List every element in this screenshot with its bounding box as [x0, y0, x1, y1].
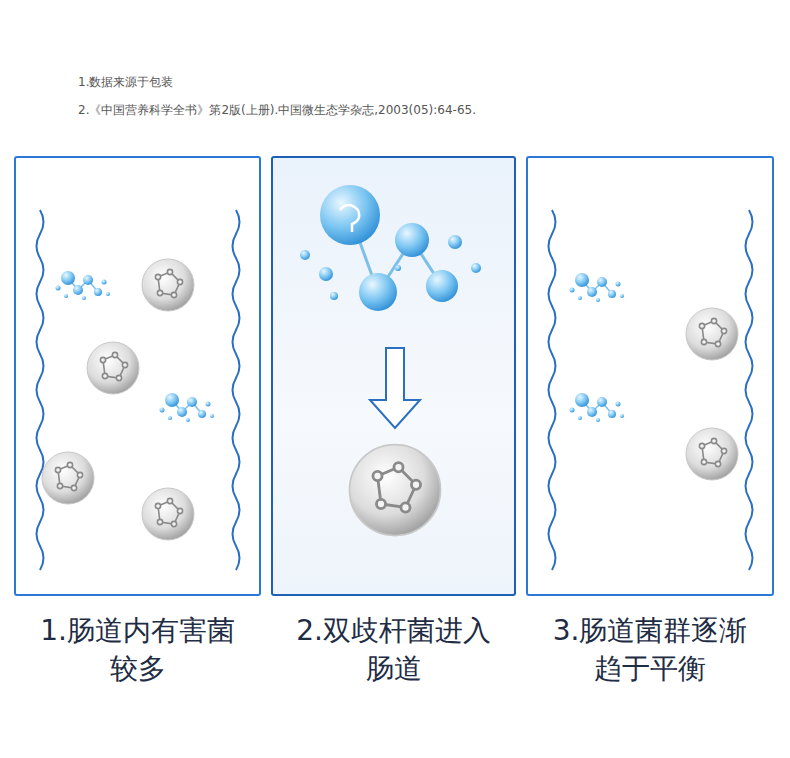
step-caption: 1.肠道内有害菌 较多	[16, 612, 259, 688]
stage-panel: 2.双歧杆菌进入 肠道	[271, 156, 516, 596]
reference-note: 1.数据来源于包装	[78, 74, 173, 91]
intestine-wall	[233, 210, 240, 570]
intestine-wall	[37, 210, 44, 570]
stage-panel: 1.肠道内有害菌 较多	[14, 156, 261, 596]
intestine-wall	[746, 210, 753, 570]
stage-panel: 3.肠道菌群逐渐 趋于平衡	[526, 156, 774, 596]
intestine-wall	[549, 210, 556, 570]
step-caption: 2.双歧杆菌进入 肠道	[273, 612, 514, 688]
step-caption: 3.肠道菌群逐渐 趋于平衡	[528, 612, 772, 688]
reference-note: 2.《中国营养科学全书》第2版(上册).中国微生态学杂志,2003(05):64…	[78, 102, 476, 119]
